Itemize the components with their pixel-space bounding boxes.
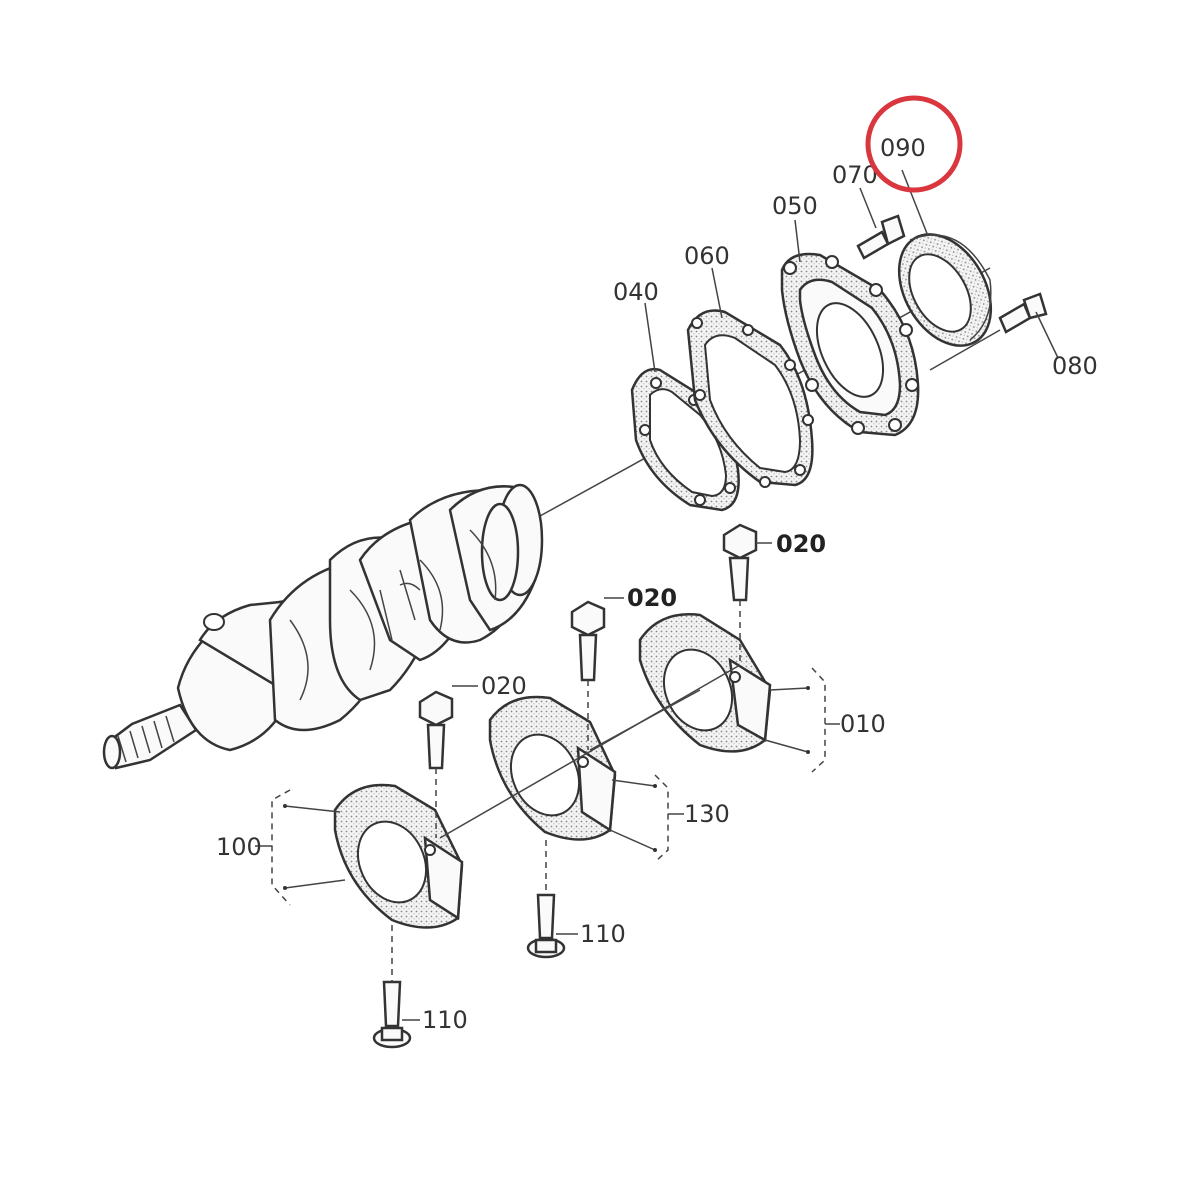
label-100: 100 [216, 833, 262, 861]
bolt-070-drawing [856, 214, 906, 260]
bearing-case-100-drawing [333, 783, 464, 929]
label-130: 130 [684, 800, 730, 828]
bolt-110-middle-drawing [526, 840, 566, 959]
highlight-circle [865, 95, 963, 193]
label-010: 010 [840, 710, 886, 738]
label-020-middle: 020 [627, 584, 677, 612]
seal-case-050-drawing [780, 252, 920, 437]
bolt-020-right-drawing [722, 523, 758, 665]
bearing-case-010-drawing [638, 613, 772, 753]
label-080: 080 [1052, 352, 1098, 380]
label-040: 040 [613, 278, 659, 306]
bolt-110-left-drawing [372, 925, 412, 1049]
label-020-right: 020 [776, 530, 826, 558]
label-070: 070 [832, 161, 878, 189]
label-060: 060 [684, 242, 730, 270]
label-050: 050 [772, 192, 818, 220]
bolt-080-drawing [929, 292, 1048, 371]
label-110-left: 110 [422, 1006, 468, 1034]
assembly-lines [271, 664, 826, 906]
label-110-middle: 110 [580, 920, 626, 948]
crankshaft-drawing [102, 267, 991, 770]
bolt-020-middle-drawing [570, 600, 606, 750]
leader-lines [255, 169, 1059, 1021]
gasket-060-drawing [686, 309, 814, 488]
label-090: 090 [880, 134, 926, 162]
bolt-020-left-drawing [418, 690, 454, 838]
label-020-left: 020 [481, 672, 527, 700]
bearing-case-130-drawing [488, 695, 617, 841]
oil-seal-090-drawing [897, 233, 993, 347]
